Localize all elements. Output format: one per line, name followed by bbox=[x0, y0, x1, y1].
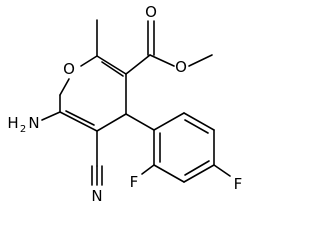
carbonyl-oxygen-label: O bbox=[145, 3, 157, 21]
bond-ether-o-methyl bbox=[188, 54, 213, 67]
bond-c2-c3-double bbox=[101, 61, 124, 77]
bond-c5-c6 bbox=[59, 111, 98, 132]
bond-c5-c6-double bbox=[65, 110, 95, 126]
bond-c6-amino bbox=[41, 111, 61, 121]
bond-c4-aryl bbox=[125, 113, 155, 131]
bond-ar5-ar6-double bbox=[184, 119, 209, 134]
bond-c4-c5 bbox=[96, 113, 127, 132]
bond-c3-carbonyl bbox=[125, 54, 151, 75]
bond-ar2-fluorine bbox=[141, 164, 155, 175]
bond-ar6-ar1 bbox=[153, 112, 185, 131]
bond-ar3-ar4 bbox=[183, 164, 215, 183]
molecule-structure: O O O H 2 N N F F bbox=[7, 3, 243, 205]
bond-c2-c3 bbox=[96, 55, 127, 75]
bond-ar2-ar3 bbox=[153, 164, 185, 183]
amino-nitrogen-label: N bbox=[28, 114, 39, 132]
amino-h-label: H bbox=[7, 114, 18, 132]
bond-carbonyl-ether-o bbox=[149, 54, 175, 67]
ether-oxygen-label: O bbox=[175, 58, 187, 76]
bond-ar4-fluorine bbox=[213, 164, 231, 177]
fluorine-ortho-label: F bbox=[130, 173, 139, 191]
bond-o1-c6 bbox=[59, 78, 70, 96]
amino-subscript: 2 bbox=[20, 124, 26, 135]
fluorine-para-label: F bbox=[234, 175, 243, 193]
nitrile-nitrogen-label: N bbox=[91, 187, 102, 205]
structure-canvas: O O O H 2 N N F F bbox=[7, 3, 243, 205]
bond-ar3-ar4-double bbox=[184, 160, 210, 176]
ring-oxygen-label: O bbox=[63, 60, 75, 78]
bond-ar5-ar6 bbox=[183, 112, 215, 131]
bond-o1-c2 bbox=[80, 55, 98, 67]
